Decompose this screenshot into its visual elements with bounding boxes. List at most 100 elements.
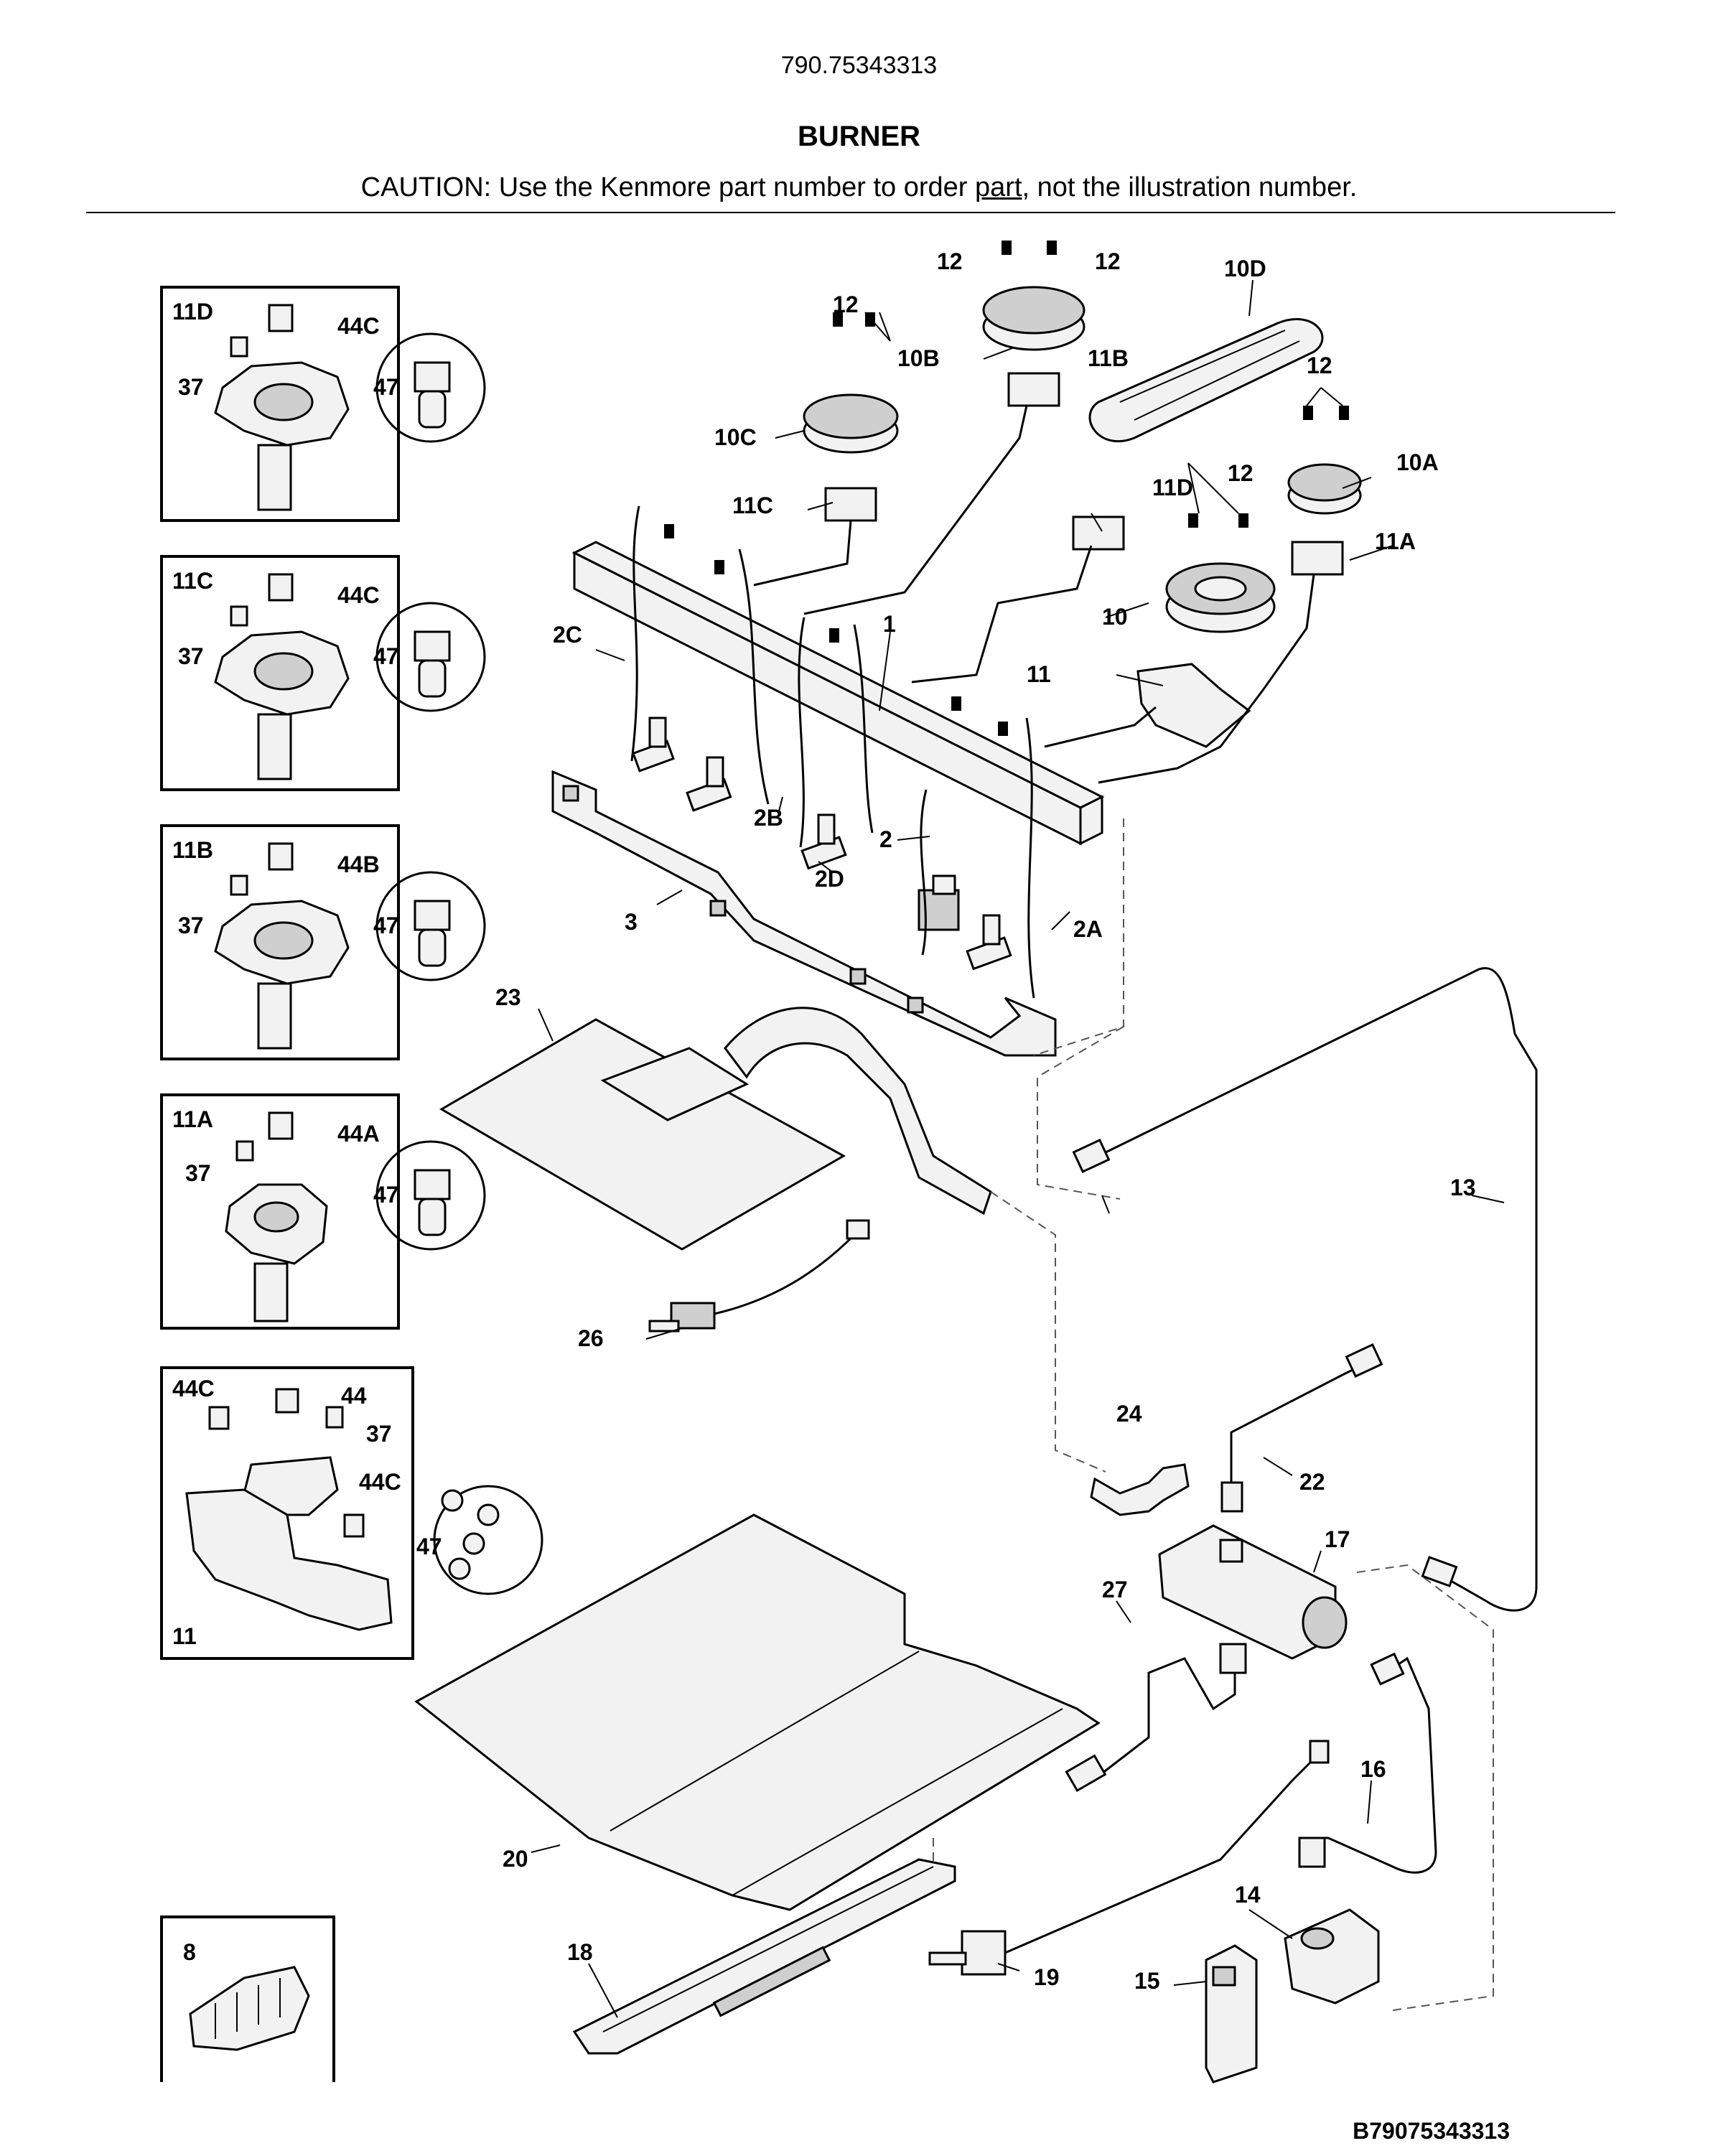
callout-12: 12 xyxy=(1095,248,1121,274)
callout-2A: 2A xyxy=(1073,916,1103,942)
valve-2C xyxy=(632,717,675,773)
callout-1: 1 xyxy=(883,611,896,637)
inset-label: 37 xyxy=(178,643,204,669)
callout-19: 19 xyxy=(1034,1964,1060,1990)
burner-23 xyxy=(439,1007,992,1251)
callout-22: 22 xyxy=(1299,1469,1325,1495)
callout-17: 17 xyxy=(1325,1526,1350,1552)
burner-base-11 xyxy=(1136,663,1251,748)
inset-title: 11B xyxy=(172,837,213,863)
callout-2D: 2D xyxy=(815,866,844,892)
inset-label: 44A xyxy=(337,1121,380,1147)
caution-note: CAUTION: Use the Kenmore part number to … xyxy=(0,172,1718,203)
regulator-17 xyxy=(1158,1524,1348,1660)
callout-12: 12 xyxy=(833,291,859,317)
callout-26: 26 xyxy=(578,1325,604,1351)
callout-23: 23 xyxy=(495,984,521,1010)
inset-8: 8 xyxy=(160,1915,335,2082)
callout-18: 18 xyxy=(567,1939,593,1965)
header-divider xyxy=(86,212,1615,213)
callout-27: 27 xyxy=(1102,1577,1128,1602)
burner-head-10A xyxy=(1287,463,1362,515)
inset-label: 44 xyxy=(341,1383,367,1409)
callout-2: 2 xyxy=(879,826,892,852)
inset-label: 47 xyxy=(416,1534,442,1559)
callout-10D: 10D xyxy=(1224,256,1266,281)
inset-title: 11D xyxy=(172,299,213,325)
page-title: BURNER xyxy=(797,121,921,152)
callout-14: 14 xyxy=(1235,1882,1261,1908)
inset-11: 44C 44 37 44C 47 11 xyxy=(160,1366,543,1660)
callout-11: 11 xyxy=(1027,661,1051,687)
callout-11C: 11C xyxy=(732,493,773,518)
callout-10C: 10C xyxy=(714,424,757,450)
callout-labels: 1 2 2A 2B 2C 2D 3 10 10A 10B 10C 10D 11 … xyxy=(495,248,1476,1994)
inset-label: 47 xyxy=(373,374,399,400)
burner-base-11A xyxy=(1291,541,1344,576)
inset-label: 47 xyxy=(373,913,399,938)
inset-label: 37 xyxy=(178,913,204,938)
callout-12: 12 xyxy=(1307,353,1332,378)
callout-16: 16 xyxy=(1360,1756,1386,1782)
diagram-code: B79075343313 xyxy=(1353,2118,1510,2144)
burner-bracket xyxy=(551,770,1057,1057)
burner-head-10 xyxy=(1165,562,1276,633)
callout-12: 12 xyxy=(1228,460,1254,486)
inset-11A: 11A 44A 37 47 xyxy=(160,1093,486,1330)
manifold-rail xyxy=(571,541,1105,846)
bake-burner-18 xyxy=(572,1858,956,2055)
leader-lines xyxy=(531,279,1505,2018)
inset-label: 37 xyxy=(185,1160,211,1186)
screws xyxy=(664,241,1349,736)
bracket-15 xyxy=(1205,1944,1258,2083)
inset-label: 47 xyxy=(373,643,399,669)
callout-12: 12 xyxy=(937,248,963,274)
caution-suffix: , not the illustration number. xyxy=(1022,172,1358,202)
inset-11D: 11D 44C 37 47 xyxy=(160,286,486,522)
valve-2D xyxy=(800,813,847,870)
callout-10: 10 xyxy=(1102,604,1128,630)
inset-label: 37 xyxy=(366,1421,392,1447)
caution-prefix: CAUTION: Use the Kenmore part number to … xyxy=(360,172,976,202)
burner-head-10C xyxy=(803,393,899,454)
inset-11C: 11C 44C 37 47 xyxy=(160,555,486,791)
inset-label: 37 xyxy=(178,374,204,400)
inset-title: 11C xyxy=(172,568,213,594)
valve-2B xyxy=(686,756,732,812)
igniter-19 xyxy=(928,1930,1007,1976)
inset-label: 44C xyxy=(172,1376,215,1401)
inset-label: 44C xyxy=(359,1469,401,1495)
burner-head-10D xyxy=(1088,318,1324,443)
callout-20: 20 xyxy=(503,1846,528,1872)
valve-2A xyxy=(966,914,1012,971)
safety-valve-14 xyxy=(1284,1908,1380,2005)
burner-base-11B xyxy=(1007,372,1060,407)
callout-10A: 10A xyxy=(1396,449,1439,475)
callout-24: 24 xyxy=(1116,1401,1142,1427)
callout-2C: 2C xyxy=(553,622,582,648)
heat-shield-20 xyxy=(414,1513,1101,1911)
callout-2B: 2B xyxy=(754,805,783,831)
inset-title: 8 xyxy=(183,1939,196,1965)
callout-11A: 11A xyxy=(1375,528,1416,554)
igniter-26 xyxy=(648,1219,870,1333)
callout-11B: 11B xyxy=(1088,345,1129,371)
inset-label: 44C xyxy=(337,313,380,339)
caution-part-link[interactable]: part xyxy=(975,172,1022,202)
callout-3: 3 xyxy=(625,909,638,935)
callout-13: 13 xyxy=(1450,1175,1476,1200)
burner-base-11C xyxy=(824,487,877,522)
inset-title: 11 xyxy=(172,1623,197,1649)
callout-10B: 10B xyxy=(897,345,940,371)
model-number: 790.75343313 xyxy=(780,52,938,79)
callout-15: 15 xyxy=(1134,1968,1160,1994)
callout-11D: 11D xyxy=(1152,475,1193,500)
burner-base-11D xyxy=(1072,515,1125,551)
inset-11B: 11B 44B 37 47 xyxy=(160,824,486,1060)
inset-label: 44B xyxy=(337,851,380,877)
inset-label: 44C xyxy=(337,582,380,608)
inset-label: 47 xyxy=(373,1182,399,1208)
burner-head-10B xyxy=(982,286,1086,351)
inset-title: 11A xyxy=(172,1106,213,1132)
